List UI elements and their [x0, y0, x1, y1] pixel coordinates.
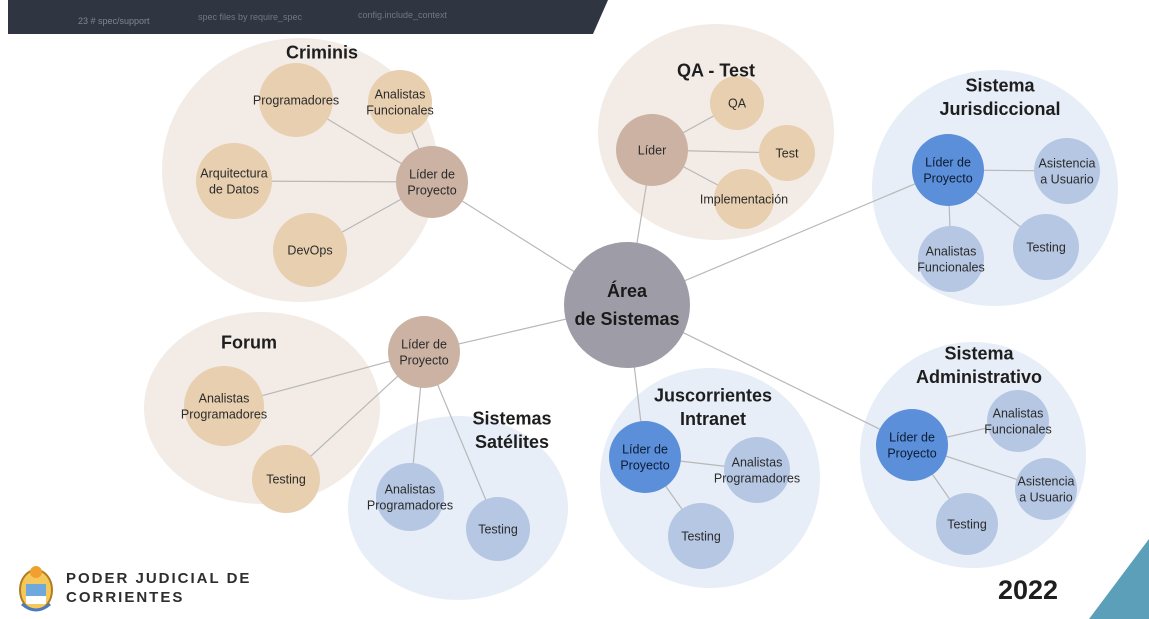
- org-name-line2: CORRIENTES: [66, 589, 185, 606]
- sistema-administrativo-member-0: [987, 390, 1049, 452]
- svg-text:config.include_context: config.include_context: [358, 10, 448, 20]
- svg-text:23 # spec/support: 23 # spec/support: [78, 16, 150, 26]
- criminis-member-0-label: Programadores: [253, 93, 339, 107]
- sistemas-satelites-member-0: [376, 463, 444, 531]
- sistema-administrativo-member-1: [1015, 458, 1077, 520]
- sistemas-satelites-member-1: [466, 497, 530, 561]
- juscorrientes-intranet-member-1-label: Testing: [681, 529, 721, 543]
- criminis-hub: [396, 146, 468, 218]
- org-name-line1: PODER JUDICIAL DE: [66, 570, 252, 587]
- forum-title: Forum: [221, 332, 277, 352]
- qa-test-member-1-label: Test: [776, 146, 799, 160]
- criminis-title: Criminis: [286, 42, 358, 62]
- qa-test-title: QA - Test: [677, 60, 755, 80]
- qa-test-hub: [616, 114, 688, 186]
- sistema-jurisdiccional-member-2: [1013, 214, 1079, 280]
- qa-test-hub-label: Líder: [638, 143, 667, 157]
- forum-member-0: [184, 366, 264, 446]
- juscorrientes-intranet-hub: [609, 421, 681, 493]
- year-label: 2022: [998, 575, 1059, 605]
- corner-accent: [1089, 539, 1149, 619]
- criminis-member-3: [273, 213, 347, 287]
- qa-test-member-2-label: Implementación: [700, 192, 788, 206]
- qa-test-cluster-bg: [598, 24, 834, 240]
- criminis-member-0: [259, 63, 333, 137]
- juscorrientes-intranet-member-0: [724, 437, 790, 503]
- forum-member-1: [252, 445, 320, 513]
- sistema-jurisdiccional-member-0: [1034, 138, 1100, 204]
- coat-of-arms-icon: [19, 566, 53, 612]
- footer-logo: PODER JUDICIAL DE CORRIENTES: [18, 562, 251, 614]
- sistema-jurisdiccional-member-2-label: Testing: [1026, 240, 1066, 254]
- svg-text:spec files by require_spec: spec files by require_spec: [198, 12, 303, 22]
- criminis-member-3-label: DevOps: [287, 243, 332, 257]
- sistema-jurisdiccional-member-1: [918, 226, 984, 292]
- forum-member-1-label: Testing: [266, 472, 306, 486]
- sistemas-satelites-member-1-label: Testing: [478, 522, 518, 536]
- sistema-administrativo-hub: [876, 409, 948, 481]
- qa-test-member-2: [714, 169, 774, 229]
- center-node: [564, 242, 690, 368]
- code-banner-image: 23 # spec/support spec files by require_…: [8, 0, 608, 34]
- sistema-administrativo-member-2-label: Testing: [947, 517, 987, 531]
- qa-test-member-1: [759, 125, 815, 181]
- qa-test-member-0-label: QA: [728, 96, 747, 110]
- criminis-member-1: [368, 70, 432, 134]
- sistema-administrativo-member-2: [936, 493, 998, 555]
- juscorrientes-intranet-member-1: [668, 503, 734, 569]
- sistema-jurisdiccional-hub: [912, 134, 984, 206]
- criminis-member-2: [196, 143, 272, 219]
- qa-test-member-0: [710, 76, 764, 130]
- shared-hub: [388, 316, 460, 388]
